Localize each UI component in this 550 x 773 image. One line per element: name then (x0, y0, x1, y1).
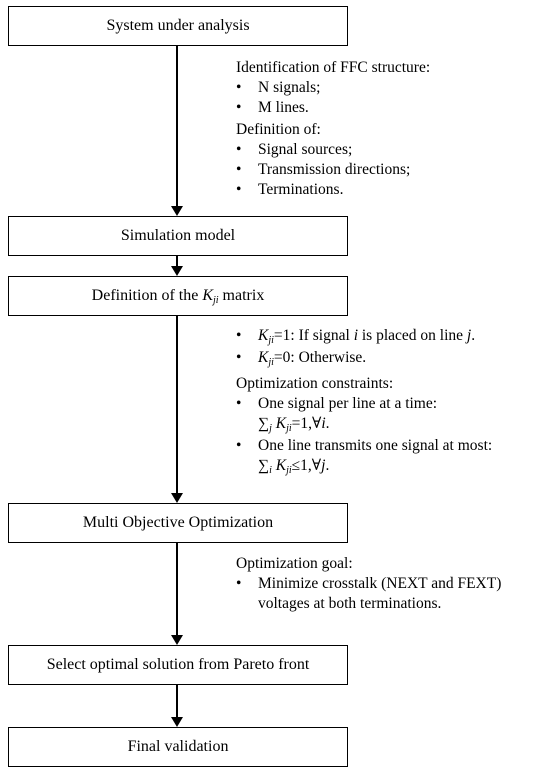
constraint-1-formula: ∑j Kji=1,∀i. (236, 414, 492, 436)
kji-definition-label: Definition of the Kji matrix (91, 287, 265, 306)
connector-5 (176, 685, 178, 717)
simulation-label: Simulation model (120, 227, 236, 244)
note-ffc-structure: Identification of FFC structure: N signa… (236, 58, 430, 200)
arrow-3 (171, 493, 183, 503)
arrow-1 (171, 206, 183, 216)
simulation-box: Simulation model (8, 216, 348, 256)
sum-subscript: i (269, 465, 272, 476)
connector-3 (176, 316, 178, 493)
sum-symbol: ∑ (258, 457, 270, 474)
formula-rest: =1,∀ (291, 415, 322, 432)
formula-var: j (321, 457, 326, 474)
note1-heading: Identification of FFC structure: (236, 59, 431, 76)
moo-box: Multi Objective Optimization (8, 503, 348, 543)
definition-prefix: Definition of the (91, 287, 203, 304)
kji-item-2: Kji=0: Otherwise. (236, 348, 492, 370)
moo-label: Multi Objective Optimization (82, 514, 274, 531)
constraint-1: One signal per line at a time: (236, 394, 492, 414)
note1-item2: Transmission directions; (236, 160, 430, 180)
formula-rest: ≤1,∀ (291, 457, 322, 474)
item1-rest: =1: If signal (273, 327, 354, 344)
k-sub: ji (286, 423, 292, 434)
final-box: Final validation (8, 727, 348, 767)
goal-item-cont: voltages at both terminations. (258, 595, 442, 612)
sum-subscript: j (269, 423, 272, 434)
system-box: System under analysis (8, 6, 348, 46)
select-label: Select optimal solution from Pareto fron… (46, 656, 310, 673)
arrow-2 (171, 266, 183, 276)
note1-item: N signals; (236, 78, 430, 98)
definition-symbol: K (202, 287, 213, 304)
formula-end: . (325, 415, 330, 432)
k-sub: ji (268, 335, 274, 346)
note-optimization-goal: Optimization goal: Minimize crosstalk (N… (236, 554, 501, 614)
connector-1 (176, 46, 178, 206)
note1-item2: Terminations. (236, 180, 430, 200)
constraint-2-formula: ∑i Kji≤1,∀j. (236, 456, 492, 478)
k-sub: ji (268, 357, 274, 368)
note1-item2: Signal sources; (236, 140, 430, 160)
item1-mid: is placed on line (358, 327, 467, 344)
arrow-5 (171, 717, 183, 727)
constraint-2: One line transmits one signal at most: (236, 436, 492, 456)
goal-item: Minimize crosstalk (NEXT and FEXT) (236, 574, 501, 594)
system-label: System under analysis (106, 17, 250, 34)
final-label: Final validation (127, 738, 229, 755)
kji-item-1: Kji=1: If signal i is placed on line j. (236, 326, 492, 348)
item1-i: i (353, 327, 358, 344)
formula-var: i (321, 415, 326, 432)
note2-heading: Optimization constraints: (236, 375, 394, 392)
connector-2 (176, 256, 178, 266)
formula-end: . (325, 457, 330, 474)
select-box: Select optimal solution from Pareto fron… (8, 645, 348, 685)
note3-heading: Optimization goal: (236, 555, 353, 572)
arrow-4 (171, 635, 183, 645)
item2-rest: =0: Otherwise. (273, 349, 367, 366)
note-kji-constraints: Kji=1: If signal i is placed on line j. … (236, 326, 492, 478)
k-symbol: K (275, 457, 287, 474)
kji-definition-box: Definition of the Kji matrix (8, 276, 348, 316)
item1-j: j (466, 327, 472, 344)
k-symbol: K (258, 349, 269, 366)
definition-subscript: ji (212, 295, 219, 306)
definition-suffix: matrix (218, 287, 265, 304)
k-symbol: K (275, 415, 287, 432)
note1-item: M lines. (236, 98, 430, 118)
note1-heading2: Definition of: (236, 121, 321, 138)
item1-end: . (471, 327, 476, 344)
connector-4 (176, 543, 178, 635)
sum-symbol: ∑ (258, 415, 270, 432)
k-symbol: K (258, 327, 269, 344)
k-sub: ji (286, 465, 292, 476)
